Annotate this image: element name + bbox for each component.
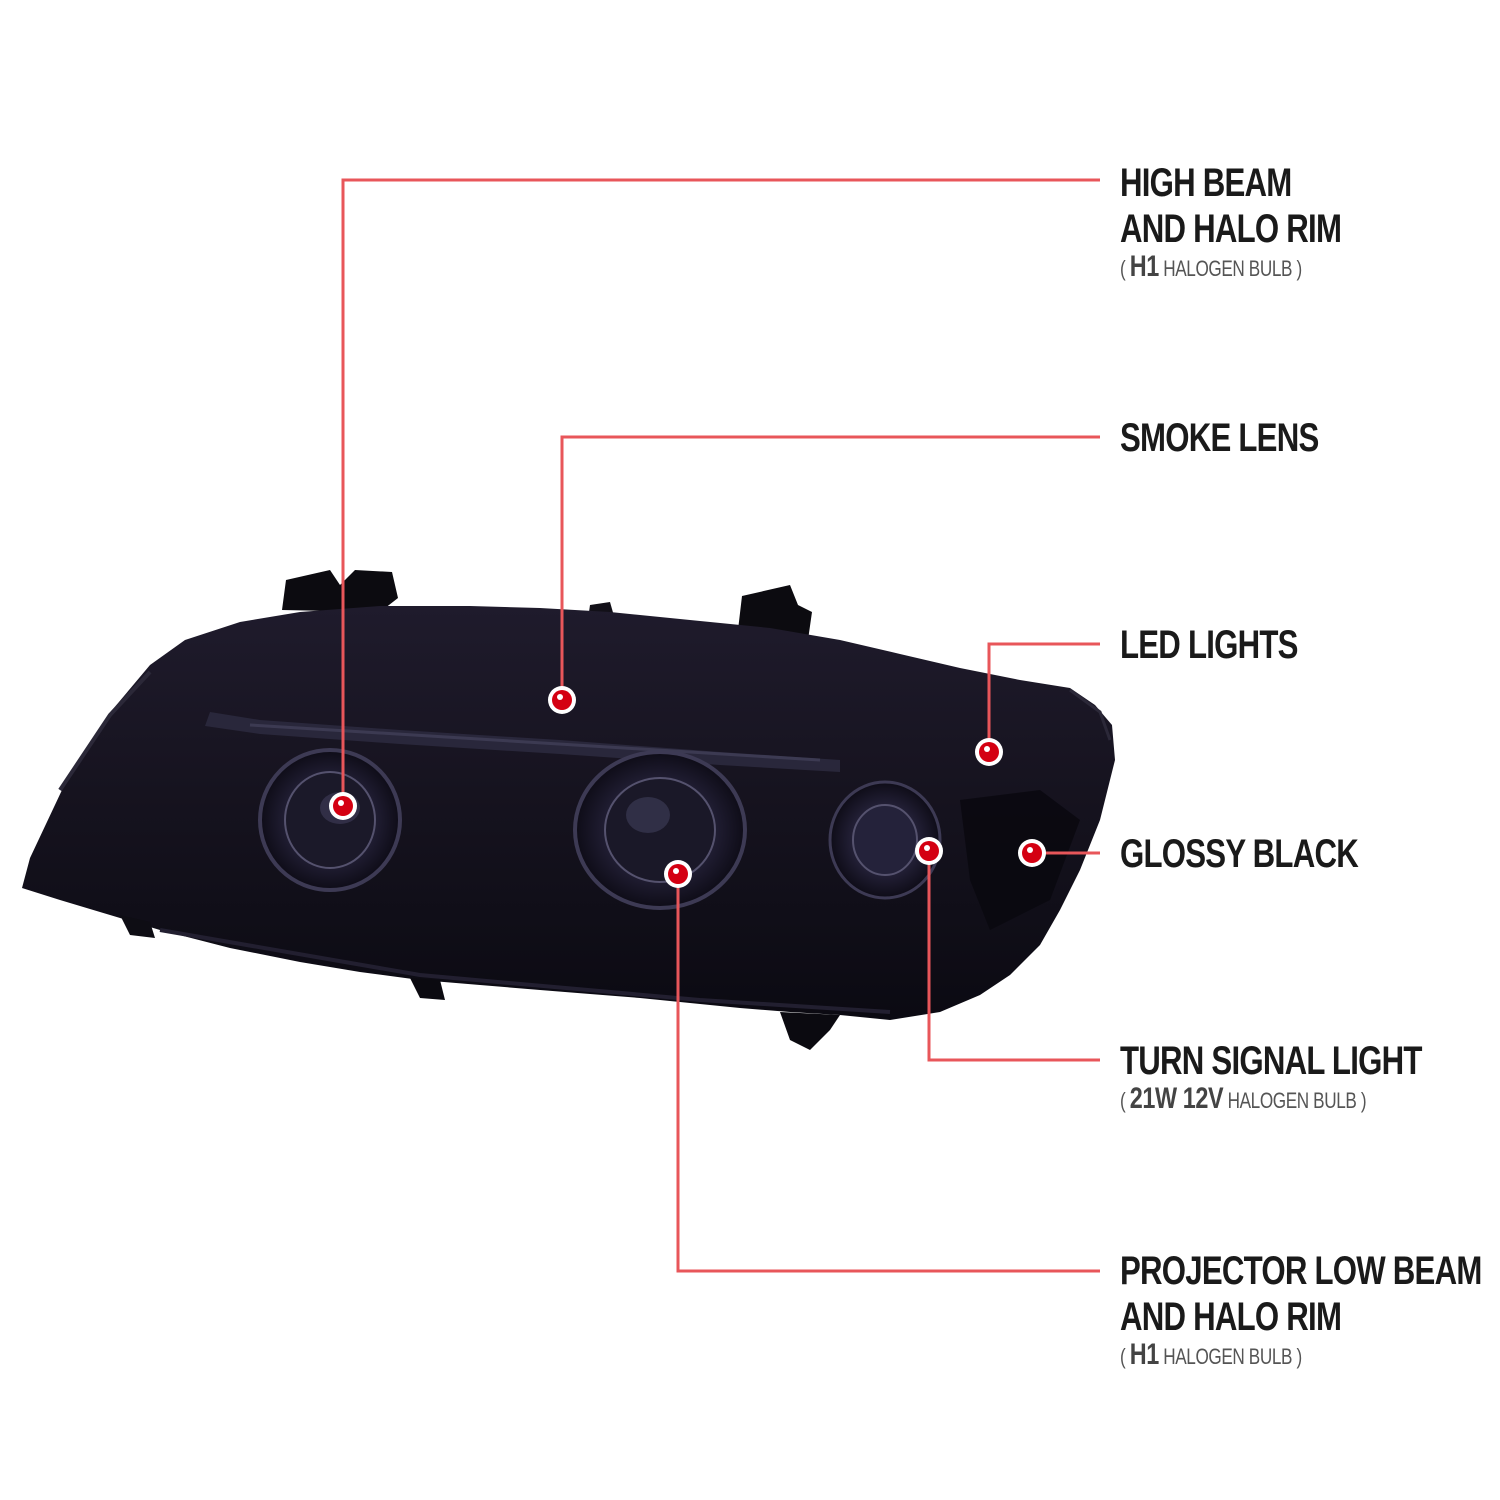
label-led-lights: LED LIGHTS xyxy=(1120,622,1348,668)
projector-low-beam-title-line1: PROJECTOR LOW BEAM xyxy=(1120,1249,1482,1293)
callout-line-projector-low-beam xyxy=(676,874,1100,1273)
turn-signal-spec: ( 21W 12V HALOGEN BULB ) xyxy=(1120,1082,1367,1115)
projector-low-beam-spec: ( H1 HALOGEN BULB ) xyxy=(1120,1338,1302,1371)
smoke-lens-title: SMOKE LENS xyxy=(1120,416,1319,460)
high-beam-projector xyxy=(258,748,402,892)
dot-smoke-lens xyxy=(548,686,576,714)
callout-dots xyxy=(329,686,1046,888)
glossy-black-title: GLOSSY BLACK xyxy=(1120,832,1359,876)
mounting-tab xyxy=(282,570,398,612)
label-glossy-black: GLOSSY BLACK xyxy=(1120,831,1425,877)
callout-lines xyxy=(341,178,1100,1273)
label-turn-signal: TURN SIGNAL LIGHT ( 21W 12V HALOGEN BULB… xyxy=(1120,1038,1500,1116)
high-beam-title-line1: HIGH BEAM xyxy=(1120,161,1292,205)
housing-body xyxy=(22,606,1115,1020)
label-smoke-lens: SMOKE LENS xyxy=(1120,415,1374,461)
callout-line-high-beam xyxy=(341,178,1100,806)
dot-projector-low-beam xyxy=(664,860,692,888)
callout-line-turn-signal xyxy=(927,851,1100,1062)
dot-glossy-black xyxy=(1018,839,1046,867)
projector-low-beam-title-line2: AND HALO RIM xyxy=(1120,1295,1342,1339)
headlight-image xyxy=(22,570,1115,1050)
turn-signal-title: TURN SIGNAL LIGHT xyxy=(1120,1039,1422,1083)
label-projector-low-beam: PROJECTOR LOW BEAM AND HALO RIM ( H1 HAL… xyxy=(1120,1248,1500,1372)
led-lights-title: LED LIGHTS xyxy=(1120,623,1298,667)
high-beam-title-line2: AND HALO RIM xyxy=(1120,207,1342,251)
high-beam-spec: ( H1 HALOGEN BULB ) xyxy=(1120,250,1302,283)
low-beam-projector xyxy=(573,750,747,910)
dot-led-lights xyxy=(975,738,1003,766)
dot-high-beam xyxy=(329,792,357,820)
callout-line-led-lights xyxy=(987,642,1100,752)
dot-turn-signal xyxy=(915,837,943,865)
callout-line-smoke-lens xyxy=(560,435,1100,700)
label-high-beam: HIGH BEAM AND HALO RIM ( H1 HALOGEN BULB… xyxy=(1120,160,1404,284)
turn-signal-reflector xyxy=(828,780,942,900)
